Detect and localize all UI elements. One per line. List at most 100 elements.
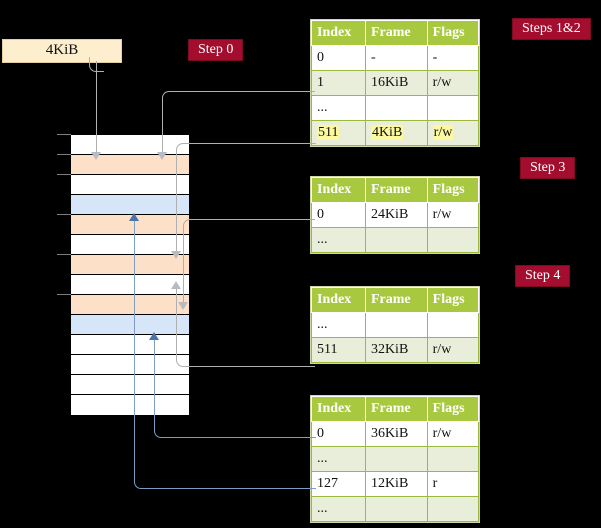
cell-frame: 36KiB: [364, 421, 428, 447]
memory-frame-row: [57, 214, 189, 235]
column-header-frame: Frame: [364, 177, 428, 203]
column-header-flags: Flags: [426, 287, 480, 313]
cell-frame: 32KiB: [364, 337, 428, 363]
memory-frame-tick: [57, 174, 71, 175]
connector-t4-0-horiz: [161, 437, 316, 438]
memory-frame-row: [71, 315, 189, 335]
cell-index: ...: [311, 95, 366, 121]
connector-step3-elbow: [183, 219, 198, 234]
cell-frame: 4KiB: [364, 120, 428, 146]
source-size-label: 4KiB: [45, 42, 79, 58]
cell-flags: -: [426, 45, 480, 71]
arrow-step0-down: [91, 152, 101, 160]
connector-step0-vert: [96, 68, 97, 156]
connector-t1-511-vert: [176, 150, 177, 255]
table-row: 0--: [311, 45, 480, 71]
arrow-t4-0-up: [149, 332, 159, 340]
memory-frame-row: [57, 134, 189, 155]
table-row: ...: [311, 312, 480, 338]
cell-frame: [364, 446, 428, 472]
memory-frame-row: [71, 375, 189, 395]
column-header-frame: Frame: [364, 396, 428, 422]
column-header-flags: Flags: [426, 20, 480, 46]
table-row: ...: [311, 496, 480, 522]
cell-index: 511: [311, 337, 366, 363]
connector-s12-horiz: [169, 91, 315, 92]
cell-index: 0: [311, 202, 366, 228]
connector-step4-vert: [176, 287, 177, 353]
highlighted-value: 511: [317, 125, 340, 140]
badge-step-0: Step 0: [189, 40, 243, 61]
cell-frame: -: [364, 45, 428, 71]
physical-memory-column: [57, 134, 190, 416]
memory-frame-row: [71, 335, 189, 355]
memory-frame-row: [57, 254, 189, 275]
badge-step-3: Step 3: [521, 158, 575, 179]
column-header-frame: Frame: [364, 20, 428, 46]
cell-flags: [426, 496, 480, 522]
arrow-step4-up: [171, 281, 181, 289]
memory-frame-tick: [57, 214, 71, 215]
memory-frame-tick: [57, 254, 71, 255]
connector-s12-elbow: [162, 91, 177, 106]
cell-flags: r/w: [426, 120, 480, 146]
cell-flags: r/w: [426, 421, 480, 447]
connector-s12-vert: [162, 98, 163, 156]
memory-frame-row: [57, 294, 189, 315]
column-header-frame: Frame: [364, 287, 428, 313]
cell-frame: [364, 227, 428, 253]
cell-frame: 16KiB: [364, 70, 428, 96]
highlighted-value: 4KiB: [370, 125, 404, 140]
cell-frame: 24KiB: [364, 202, 428, 228]
memory-frame-tick: [57, 294, 71, 295]
cell-index: 1: [311, 70, 366, 96]
cell-index: ...: [311, 496, 366, 522]
memory-frame-row: [71, 275, 189, 295]
memory-frame-row: [71, 235, 189, 255]
column-header-flags: Flags: [426, 396, 480, 422]
table-row: 511 4KiB r/w: [311, 120, 480, 146]
cell-flags: r/w: [426, 337, 480, 363]
memory-frame-row: [71, 195, 189, 215]
connector-step4-elbow: [176, 352, 191, 367]
column-header-index: Index: [311, 177, 366, 203]
arrow-t1-511-down: [171, 251, 181, 259]
table-row: ...: [311, 95, 480, 121]
cell-flags: [426, 95, 480, 121]
memory-frame-row: [71, 395, 189, 415]
connector-t4-127-vert: [134, 219, 135, 475]
column-header-index: Index: [311, 287, 366, 313]
badge-steps-1-2: Steps 1&2: [513, 19, 590, 40]
arrow-s12-down: [157, 152, 167, 160]
arrow-t4-127-up: [129, 213, 139, 221]
cell-frame: [364, 312, 428, 338]
connector-step3-horiz: [190, 219, 315, 220]
column-header-flags: Flags: [426, 177, 480, 203]
connector-t1-511-elbow: [176, 143, 191, 158]
cell-index: ...: [311, 446, 366, 472]
table-row: ...: [311, 227, 480, 253]
connector-t4-127-elbow: [134, 474, 149, 489]
connector-t1-511-horiz: [183, 143, 316, 144]
memory-frame-row: [57, 174, 189, 195]
connector-step4-horiz: [190, 366, 315, 367]
cell-index: 0: [311, 421, 366, 447]
connector-t4-0-elbow: [154, 423, 169, 438]
table-row: ...: [311, 446, 480, 472]
cell-flags: r/w: [426, 202, 480, 228]
source-size-box: 4KiB: [2, 39, 122, 63]
column-header-index: Index: [311, 396, 366, 422]
cell-flags: r: [426, 471, 480, 497]
cell-flags: [426, 312, 480, 338]
column-header-index: Index: [311, 20, 366, 46]
memory-frame-tick: [57, 134, 71, 135]
